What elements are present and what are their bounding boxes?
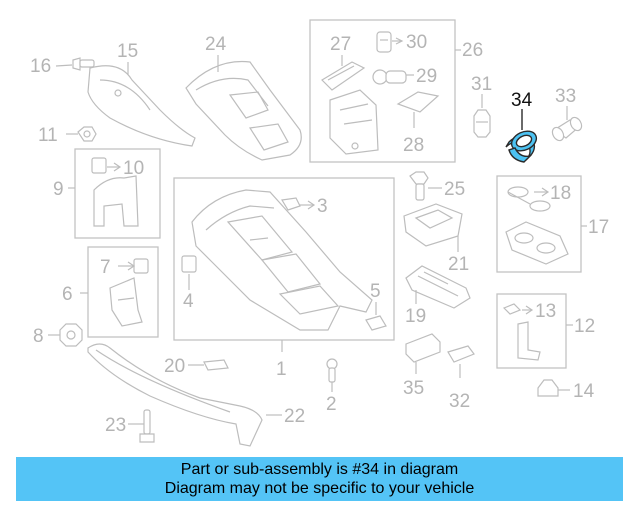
banner-line-1: Part or sub-assembly is #34 in diagram: [180, 461, 459, 478]
callout-32: 32: [449, 391, 470, 412]
callout-30: 30: [406, 32, 427, 53]
part-32-pad: [447, 345, 475, 363]
callout-10: 10: [123, 158, 144, 179]
group-box-1: [173, 177, 395, 341]
callout-25: 25: [444, 179, 465, 200]
callout-19: 19: [405, 306, 426, 327]
part-28-pad: [396, 91, 440, 113]
part-8-grommet: [59, 323, 83, 347]
part-34-highlighted: [505, 130, 538, 163]
callout-35: 35: [403, 378, 424, 399]
part-29-plug: [372, 69, 407, 85]
part-15-side-panel: [87, 65, 196, 147]
callout-3: 3: [317, 196, 328, 217]
part-16-bolt: [72, 57, 95, 71]
callout-12: 12: [574, 316, 595, 337]
part-21-tray: [403, 203, 463, 247]
callout-15: 15: [117, 41, 138, 62]
part-3-clip: [281, 197, 301, 211]
part-35-pad: [405, 333, 441, 363]
part-12-bracket: [517, 321, 541, 361]
callout-22: 22: [284, 406, 305, 427]
callout-14: 14: [573, 381, 595, 402]
part-17-cupholder: [505, 221, 569, 265]
callout-8: 8: [33, 326, 44, 347]
callout-33: 33: [555, 86, 576, 107]
part-4-clip: [181, 255, 197, 273]
part-24-shift-surround: [185, 60, 302, 161]
part-11-nut: [77, 126, 97, 142]
callout-24: 24: [205, 34, 227, 55]
part-22-air-duct: [87, 343, 263, 447]
callout-17: 17: [588, 217, 609, 238]
banner-line-2: Diagram may not be specific to your vehi…: [164, 480, 475, 497]
callout-5: 5: [370, 281, 381, 302]
callout-34: 34: [511, 90, 533, 111]
group-box-12: [496, 293, 567, 369]
callout-23: 23: [105, 415, 126, 436]
part-1-center-console: [191, 189, 373, 331]
part-5-clip: [365, 315, 387, 331]
part-30-clip: [376, 31, 392, 53]
callout-18: 18: [550, 183, 571, 204]
part-23-bolt: [139, 409, 155, 443]
group-box-26: [309, 19, 456, 163]
part-14-nut: [537, 379, 559, 397]
callout-31: 31: [471, 74, 492, 95]
part-10-clip: [91, 157, 107, 174]
callout-29: 29: [416, 66, 437, 87]
callout-1: 1: [276, 359, 287, 380]
part-6-bracket: [109, 277, 143, 327]
callout-9: 9: [53, 179, 64, 200]
callout-16: 16: [30, 56, 51, 77]
callout-27: 27: [330, 34, 351, 55]
callout-20: 20: [164, 356, 185, 377]
callout-11: 11: [38, 125, 58, 146]
part-19-mat: [405, 265, 471, 309]
callout-7: 7: [100, 257, 111, 278]
callout-26: 26: [462, 40, 483, 61]
group-box-9: [74, 148, 161, 239]
part-20-pad: [203, 359, 229, 371]
part-7-clip: [133, 258, 149, 274]
callout-6: 6: [62, 284, 73, 305]
part-9-trim-piece: [93, 175, 139, 227]
part-2-screw: [326, 358, 338, 383]
callout-4: 4: [183, 291, 194, 312]
group-box-17: [496, 175, 582, 273]
part-33-socket: [551, 116, 583, 142]
callout-2: 2: [326, 394, 337, 415]
part-27-panel: [321, 61, 366, 91]
part-26-bracket: [329, 89, 379, 155]
info-banner: Part or sub-assembly is #34 in diagram D…: [16, 457, 623, 501]
part-13-clip: [502, 303, 522, 315]
part-25-bolt: [409, 171, 429, 201]
part-18-cupholder-insert: [507, 186, 551, 212]
callout-21: 21: [448, 254, 469, 275]
part-31-clip: [473, 109, 491, 138]
callout-28: 28: [403, 135, 424, 156]
group-box-6: [87, 246, 159, 338]
callout-13: 13: [535, 301, 556, 322]
